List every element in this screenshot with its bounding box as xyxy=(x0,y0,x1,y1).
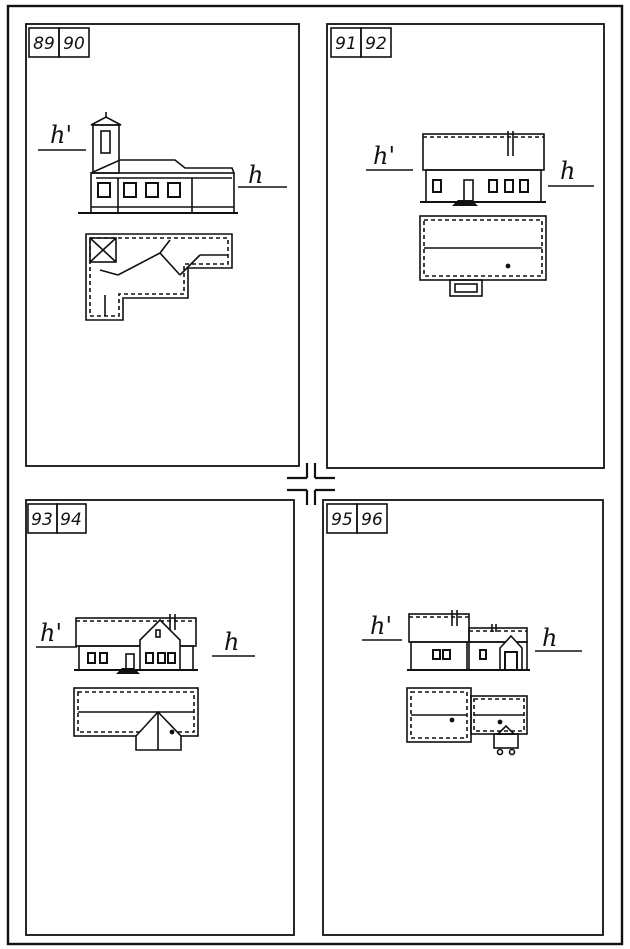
panel-number: 89 xyxy=(33,34,55,54)
building-plan xyxy=(85,233,233,321)
label-h-prime: h' xyxy=(370,612,392,640)
building-elevation xyxy=(78,112,238,214)
entrance-steps xyxy=(116,668,140,674)
building-elevation xyxy=(407,610,530,671)
panel-frame xyxy=(25,23,300,467)
panel-number: 92 xyxy=(365,34,387,54)
panel-frame xyxy=(25,499,295,936)
panel-number: 90 xyxy=(63,34,85,54)
panel-number: 96 xyxy=(361,510,383,530)
panel-95-96: 95 96 h' h xyxy=(322,499,604,936)
label-h-prime: h' xyxy=(50,121,72,149)
label-h: h xyxy=(560,157,575,185)
panel-number-box xyxy=(58,27,90,58)
panel-number-box xyxy=(360,27,392,58)
building-elevation xyxy=(74,614,198,671)
label-h: h xyxy=(248,161,263,189)
panel-number: 95 xyxy=(331,510,353,530)
panel-frame xyxy=(322,499,604,936)
panel-number: 94 xyxy=(60,510,82,530)
panel-number: 93 xyxy=(31,510,53,530)
panel-number: 91 xyxy=(335,34,357,54)
panel-91-92: 91 92 h' h xyxy=(326,23,605,469)
building-plan xyxy=(406,687,528,756)
panel-89-90: 89 90 h' h xyxy=(25,23,300,467)
label-h-prime: h' xyxy=(373,142,395,170)
sheet-border xyxy=(6,4,624,946)
entrance-steps xyxy=(452,200,478,206)
panel-number-box xyxy=(56,503,87,534)
panel-93-94: 93 94 h' h xyxy=(25,499,295,936)
panel-frame xyxy=(326,23,605,469)
label-h-prime: h' xyxy=(40,619,62,647)
building-elevation xyxy=(420,131,546,203)
cross-mark-icon xyxy=(287,463,335,505)
building-plan xyxy=(419,215,547,297)
panel-number-box xyxy=(356,503,388,534)
label-h: h xyxy=(224,628,239,656)
building-plan xyxy=(73,687,199,751)
label-h: h xyxy=(542,624,557,652)
